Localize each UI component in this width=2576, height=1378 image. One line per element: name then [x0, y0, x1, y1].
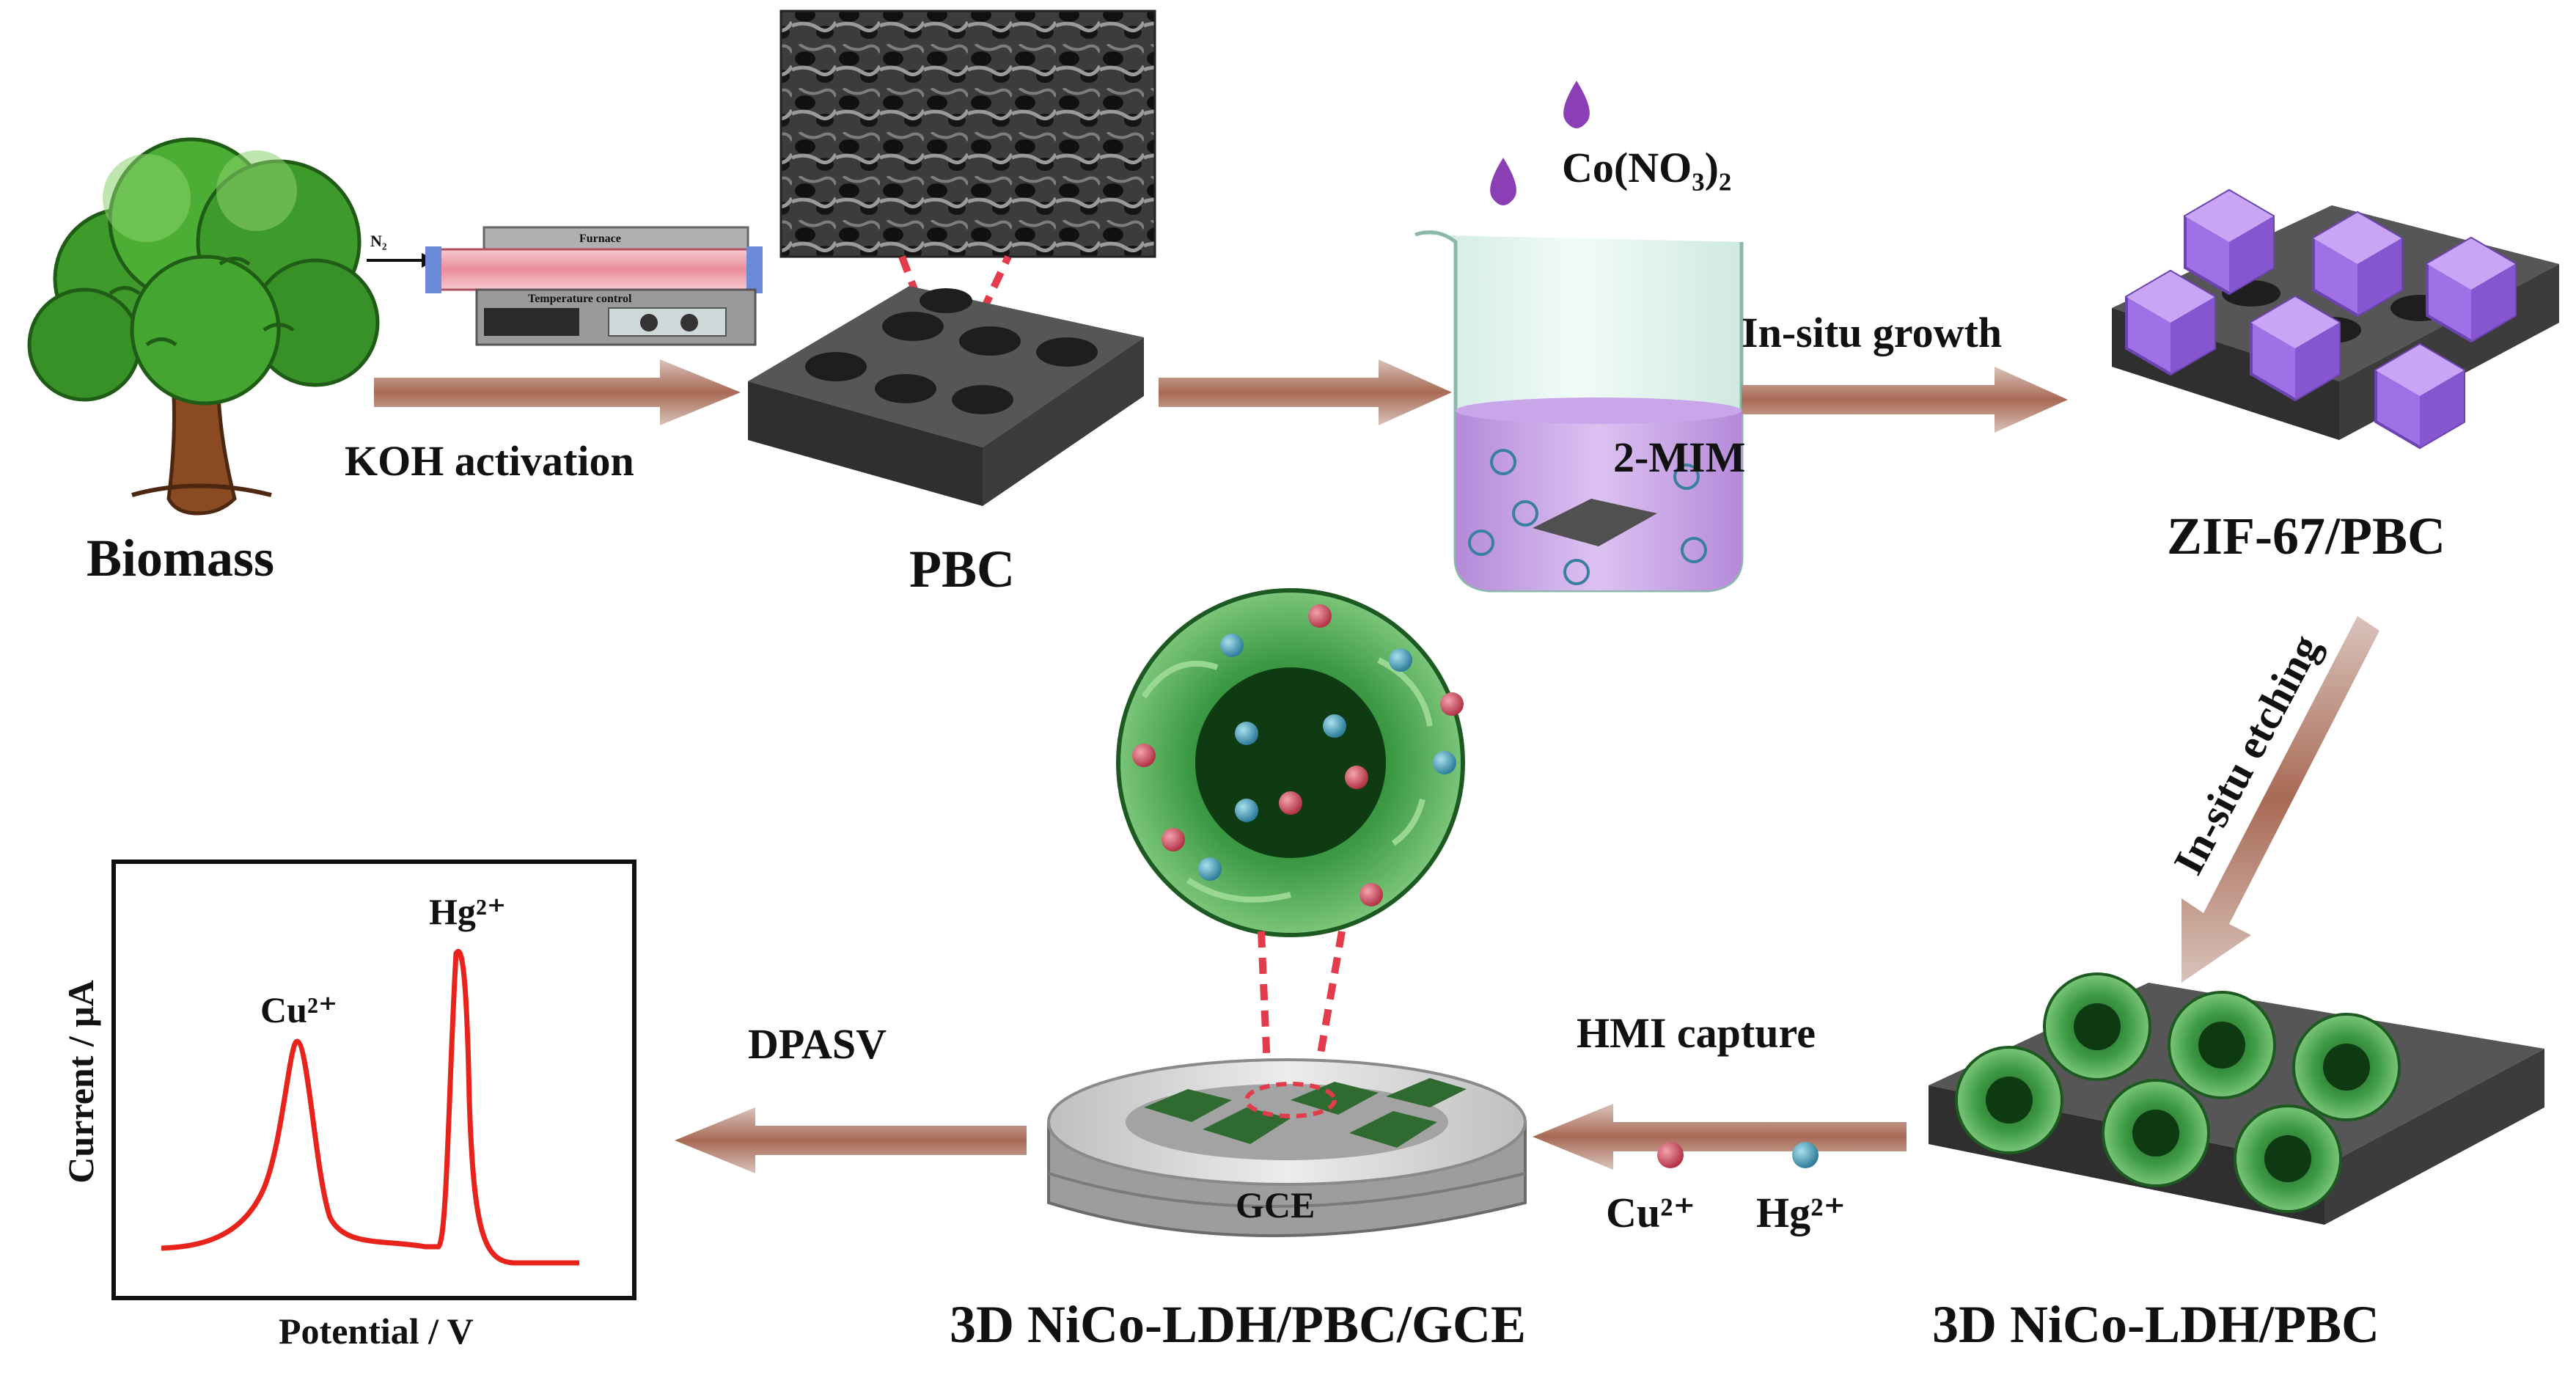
cu-ion-label: Cu²⁺	[1606, 1189, 1696, 1236]
cobalt-nitrate-label: Co(NO₃)₂	[1562, 144, 1732, 191]
arrow-dpasv	[675, 1107, 1027, 1173]
plot-frame	[111, 860, 636, 1300]
hg-ion-ball	[1792, 1142, 1819, 1168]
tree-icon	[27, 137, 380, 516]
dpasv-label: DPASV	[748, 1020, 887, 1068]
cu-ion-ball	[1657, 1142, 1684, 1168]
zif-pbc-label: ZIF-67/PBC	[2167, 507, 2446, 565]
ldh-spheres	[1955, 972, 2401, 1213]
plot-ylabel: Current / μA	[60, 980, 101, 1184]
arrow-in-situ-growth	[1742, 367, 2068, 433]
arrow-koh-activation	[374, 359, 741, 425]
nico-ldh-pbc-gce-label: 3D NiCo-LDH/PBC/GCE	[950, 1295, 1527, 1354]
furnace-label: Furnace	[579, 232, 621, 245]
voltammogram-plot	[111, 860, 636, 1300]
n2-label: N₂	[370, 232, 387, 250]
peak-cu-label: Cu²⁺	[260, 989, 338, 1030]
tube-furnace	[367, 226, 763, 346]
hmi-capture-label: HMI capture	[1577, 1009, 1816, 1057]
hg-ion-label: Hg²⁺	[1756, 1189, 1846, 1236]
pbc-label: PBC	[909, 540, 1015, 598]
biomass-label: Biomass	[87, 529, 275, 587]
plot-xlabel: Potential / V	[279, 1311, 474, 1352]
stripping-curve	[161, 948, 579, 1266]
arrow-hmi-capture	[1533, 1104, 1907, 1170]
ldh-hollow-sphere	[1116, 588, 1465, 937]
koh-activation-label: KOH activation	[345, 437, 634, 485]
pbc-carbon-sheet	[748, 286, 1144, 506]
two-mim-label: 2-MIM	[1613, 433, 1746, 481]
in-situ-growth-label: In-situ growth	[1742, 309, 2003, 356]
arrow-to-beaker	[1159, 359, 1452, 425]
gce-label: GCE	[1236, 1184, 1315, 1225]
gce-electrode	[1047, 1058, 1527, 1237]
zif-crystals	[2125, 188, 2517, 450]
arrow-in-situ-etching	[2181, 616, 2379, 983]
sem-image	[779, 10, 1156, 258]
temperature-control-label: Temperature control	[528, 293, 632, 305]
nico-ldh-pbc-label: 3D NiCo-LDH/PBC	[1932, 1295, 2379, 1354]
peak-hg-label: Hg²⁺	[429, 891, 507, 932]
beaker	[1414, 230, 1744, 593]
